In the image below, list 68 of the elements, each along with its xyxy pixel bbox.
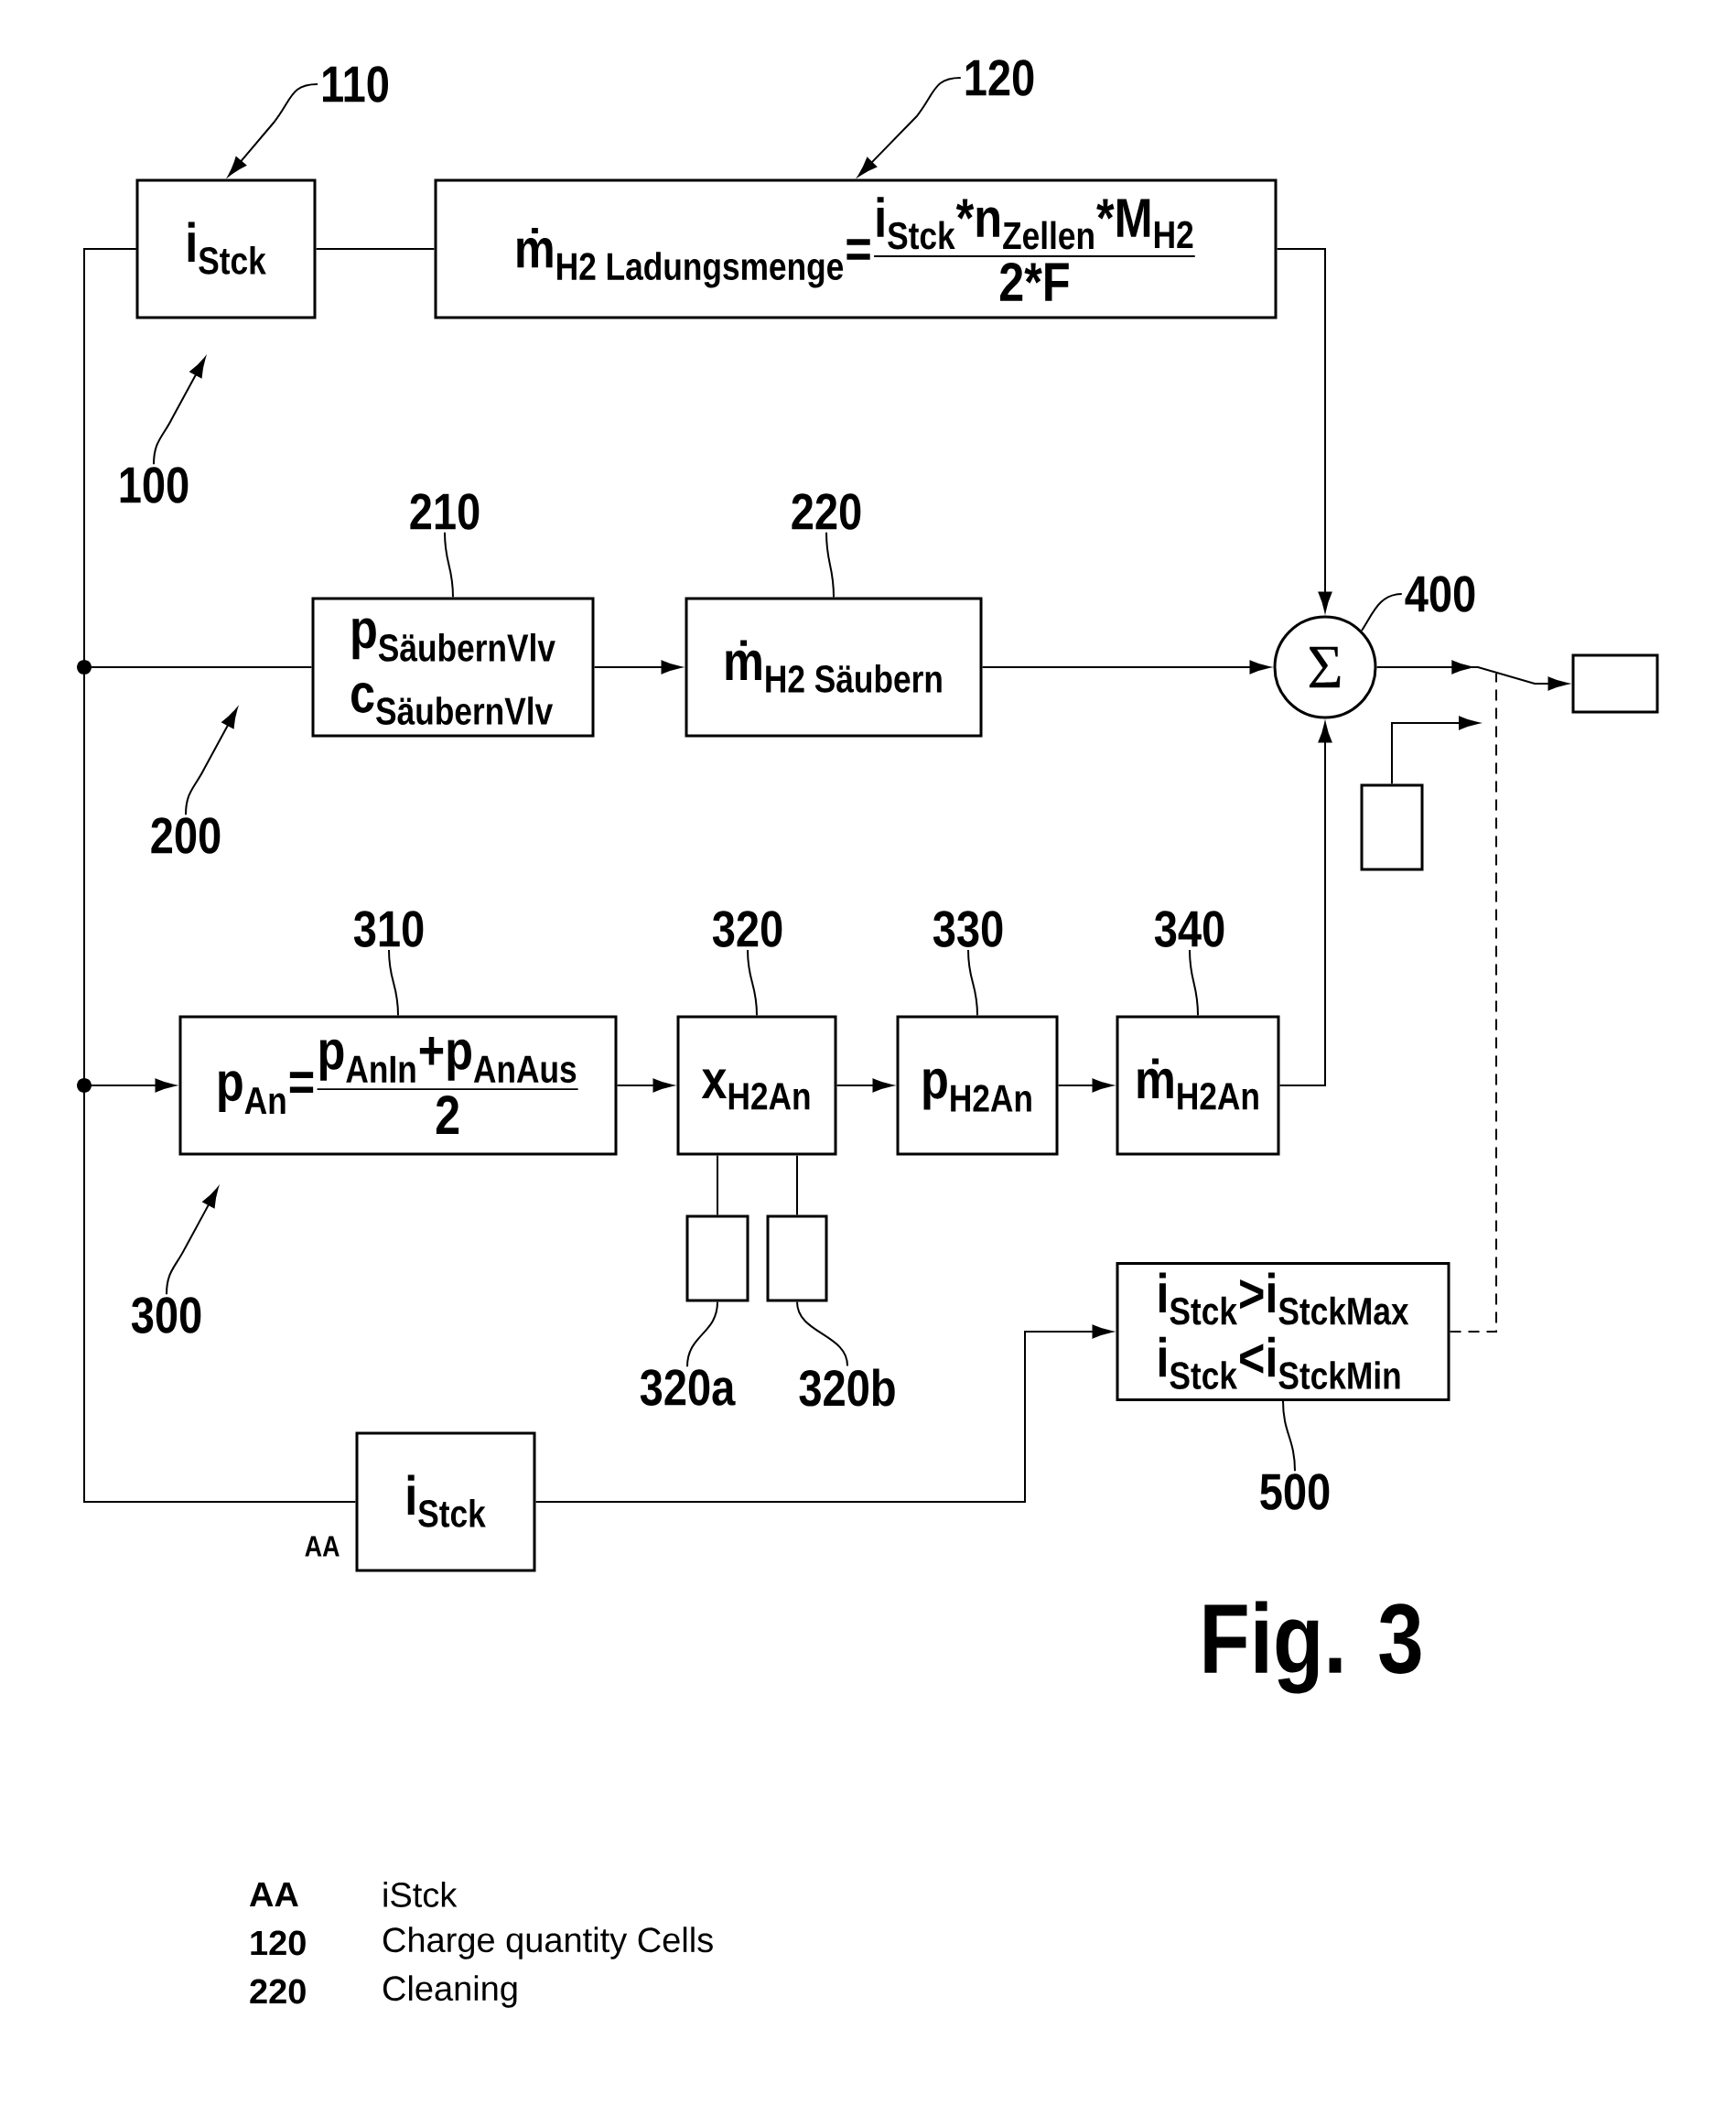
block-box: $\text{x}_{\text{H2An}}$ xyxy=(676,1015,837,1156)
port-label: AA xyxy=(305,1536,340,1557)
leader-line xyxy=(388,948,399,1017)
callout-number: 320b xyxy=(799,1368,895,1407)
arrow xyxy=(836,1078,893,1093)
reference-sign: 220 xyxy=(250,1979,306,2004)
legend-text: Cleaning xyxy=(383,1975,517,2008)
block-box: $\text{p}_{\text{SäubernVlv}}$ $\text{c}_{\text{SäubernVlv}}$ xyxy=(311,597,595,738)
leader-line xyxy=(796,1300,848,1367)
reference-sign: 120 xyxy=(251,1930,306,1956)
callout-number: 320a xyxy=(640,1369,736,1406)
leader-line xyxy=(686,1300,718,1368)
callout-number: 200 xyxy=(151,817,221,854)
summing-junction: Σ xyxy=(1273,615,1377,719)
connector-line xyxy=(717,1154,718,1216)
leader-line xyxy=(185,707,238,816)
formula-box: $\text{ṁ}_{\text{H2 Ladungsmenge}}\text{=}\frac{\text{i}_{\text{Stck}}\text{*n}_{\text{Zellen}}\text{*M}_{\text{H2}}}{\text{2*F}}$ xyxy=(434,178,1278,319)
leader-line xyxy=(1282,1399,1296,1473)
arrow xyxy=(593,660,682,674)
leader-line xyxy=(153,357,206,466)
leader-line xyxy=(967,948,978,1017)
callout-number: 300 xyxy=(131,1297,201,1333)
leader-line xyxy=(747,948,758,1017)
connector-line xyxy=(83,248,357,1503)
arrow xyxy=(616,1078,674,1093)
leader-line xyxy=(1189,948,1199,1017)
arrow xyxy=(1276,248,1332,612)
reference-sign: AA xyxy=(249,1882,298,1907)
callout-number: 330 xyxy=(933,911,1003,947)
callout-number: 310 xyxy=(353,911,424,947)
callout-number: 340 xyxy=(1154,911,1224,947)
block-box: $\text{p}_{\text{H2An}}$ xyxy=(896,1015,1059,1156)
legend-text: Charge quantity Cells xyxy=(383,1926,713,1959)
leader-line xyxy=(444,531,454,599)
block-box: $\text{i}_{\text{Stck}}$ xyxy=(355,1431,536,1572)
legend-text: iStck xyxy=(383,1882,458,1907)
connector-line xyxy=(315,248,436,250)
block-box: $\text{i}_{\text{Stck}}$ xyxy=(135,178,317,319)
switch-arrow xyxy=(1375,660,1569,691)
callout-number: 220 xyxy=(792,493,861,530)
empty-box xyxy=(1571,653,1659,714)
leader-line xyxy=(1360,593,1403,632)
leader-line xyxy=(857,77,962,177)
connector-line xyxy=(796,1154,798,1216)
callout-number: 110 xyxy=(323,66,389,103)
callout-number: 210 xyxy=(410,493,480,530)
block-box: $\text{ṁ}_{\text{H2An}}$ xyxy=(1116,1015,1280,1156)
figure-caption: Fig. 3 xyxy=(1204,1601,1421,1694)
arrow xyxy=(1278,722,1332,1086)
callout-number: 400 xyxy=(1405,576,1475,612)
dashed-line xyxy=(1449,673,1497,1333)
callout-number: 320 xyxy=(712,911,782,947)
arrow xyxy=(1057,1078,1113,1093)
empty-box xyxy=(766,1214,828,1302)
formula-box: $\text{p}_{\text{An}}\text{=}\frac{\text{p}_{\text{AnIn}}\text{+p}_{\text{AnAus}}}{\text{2}}$ xyxy=(178,1015,618,1156)
empty-box xyxy=(685,1214,749,1302)
callout-number: 100 xyxy=(120,467,189,503)
empty-box xyxy=(1360,783,1424,871)
arrow xyxy=(1391,716,1480,785)
callout-number: 120 xyxy=(965,59,1034,96)
leader-line xyxy=(166,1187,219,1296)
leader-line xyxy=(825,531,835,599)
block-box: $\text{ṁ}_{\text{H2 Säubern}}$ xyxy=(685,597,983,738)
arrow xyxy=(981,660,1270,674)
block-box: $\text{i}_{\text{Stck}}\text{>i}_{\text{StckMax}}$ $\text{i}_{\text{Stck}}\text{<i}_{\text{StckMin}}$ xyxy=(1116,1262,1450,1401)
leader-line xyxy=(228,83,319,177)
callout-number: 500 xyxy=(1260,1473,1330,1510)
arrow xyxy=(534,1324,1113,1503)
